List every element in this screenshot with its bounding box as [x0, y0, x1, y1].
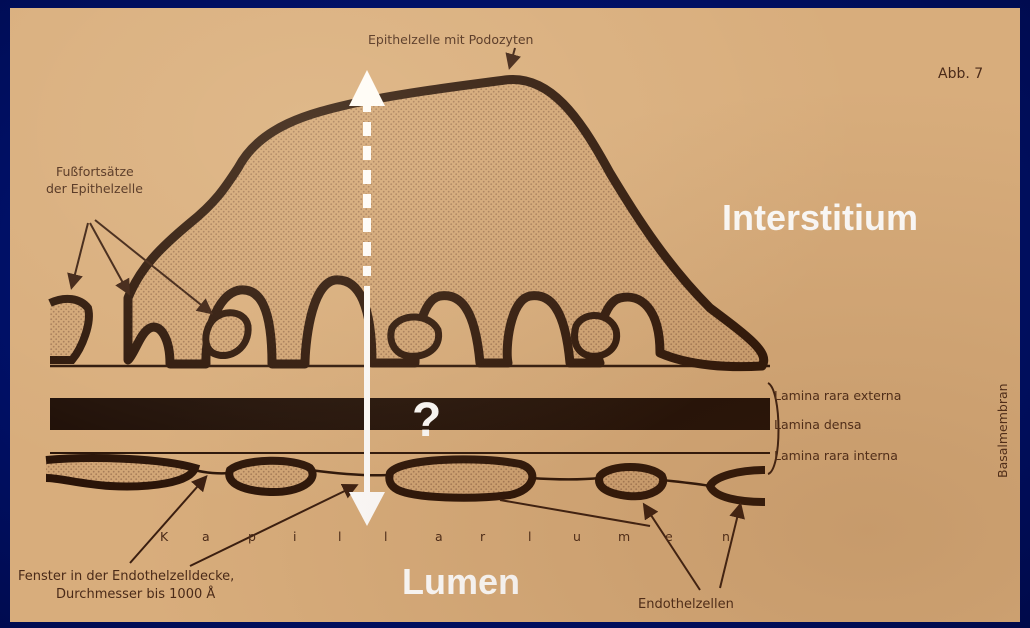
endothelial-cells-label: Endothelzellen	[638, 597, 734, 612]
endothelial-cell	[710, 470, 765, 502]
foot-process	[206, 313, 248, 356]
lumen-letter: a	[435, 529, 443, 544]
endothelial-cell	[389, 459, 532, 497]
lumen-letter: u	[573, 529, 581, 544]
lumen-letter: p	[248, 529, 256, 544]
window-label-line2: Durchmesser bis 1000 Å	[56, 586, 215, 602]
lumen-letter: l	[384, 529, 387, 544]
figure-caption: Abb. 7	[938, 66, 983, 82]
lumen-letter: l	[528, 529, 531, 544]
arrow-up-icon	[349, 70, 385, 106]
glomerular-filter-diagram: Epithelzelle mit Podozyten Abb. 7 Fußfor…	[10, 8, 1020, 622]
lumen-label: Lumen	[402, 561, 520, 602]
lumen-letter: n	[722, 529, 730, 544]
arrow-down-icon	[349, 492, 385, 526]
endothelial-cell	[599, 467, 663, 496]
lumen-letter: K	[160, 529, 169, 544]
diagram-paper: Epithelzelle mit Podozyten Abb. 7 Fußfor…	[10, 8, 1020, 622]
lumen-letter: a	[202, 529, 210, 544]
endothelial-cell	[229, 461, 312, 492]
basement-membrane-label: Basalmembran	[995, 383, 1010, 478]
capillary-lumen-letters: K a p i l l a r l u m e n	[160, 529, 730, 544]
layer-label-densa: Lamina densa	[774, 417, 862, 432]
foot-process-left	[50, 299, 89, 360]
lumen-letter: l	[338, 529, 341, 544]
foot-process-label-line1: Fußfortsätze	[56, 164, 134, 179]
foot-process-label-line2: der Epithelzelle	[46, 181, 143, 196]
foot-process	[391, 317, 439, 356]
lumen-letter: m	[618, 529, 630, 544]
endothelial-cell	[46, 458, 195, 486]
epithelial-cell-label: Epithelzelle mit Podozyten	[368, 32, 533, 47]
lumen-letter: r	[480, 529, 486, 544]
lumen-letter: e	[665, 529, 673, 544]
question-mark: ?	[412, 394, 441, 447]
layer-label-rara-externa: Lamina rara externa	[774, 388, 901, 403]
interstitium-label: Interstitium	[722, 197, 918, 238]
lamina-densa	[50, 398, 770, 430]
layer-label-rara-interna: Lamina rara interna	[774, 448, 898, 463]
foot-process	[575, 315, 617, 356]
lumen-letter: i	[293, 529, 296, 544]
window-label-line1: Fenster in der Endothelzelldecke,	[18, 569, 234, 584]
